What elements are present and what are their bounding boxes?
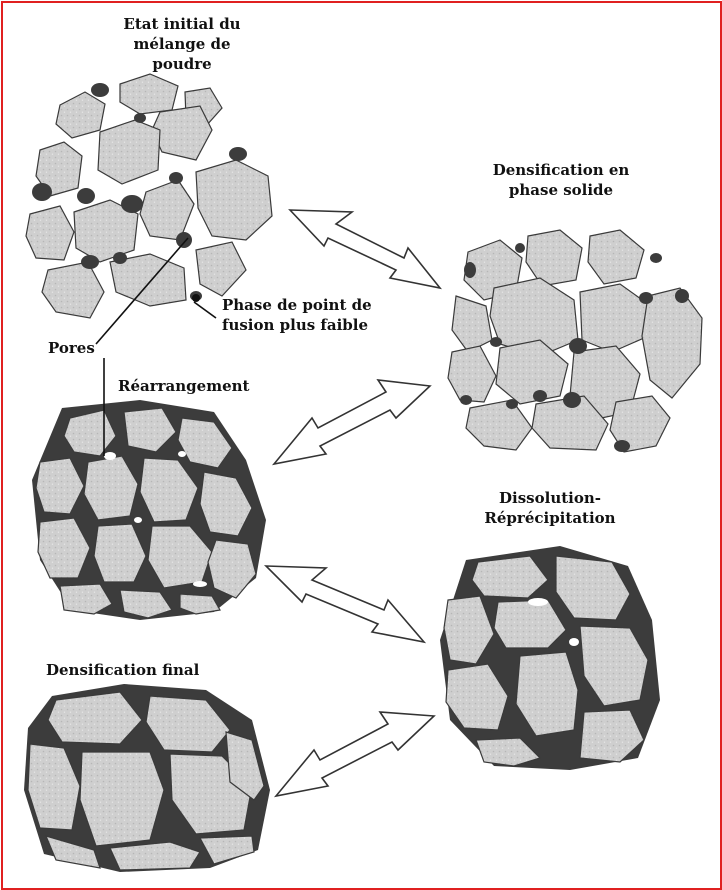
stage-solid-phase-cluster xyxy=(448,230,702,452)
stage-final-cluster xyxy=(24,684,270,872)
label-pores: Pores xyxy=(48,338,118,358)
arrow-dissolution-to-final xyxy=(276,712,434,796)
low-melting-phase-pointer-dot xyxy=(192,294,200,302)
label-final-densification: Densification final xyxy=(46,660,246,680)
stage-dissolution-cluster xyxy=(440,546,660,770)
arrow-initial-to-solid xyxy=(290,210,440,288)
label-initial-state: Etat initial du mélange de poudre xyxy=(112,14,252,74)
label-rearrangement: Réarrangement xyxy=(118,376,278,396)
stage-initial-cluster xyxy=(26,74,272,318)
label-dissolution-reprecipitation: Dissolution- Réprécipitation xyxy=(470,488,630,528)
low-melting-phase-leader-line xyxy=(194,302,216,318)
arrow-solid-to-rearrangement xyxy=(274,380,430,464)
label-solid-phase-densification: Densification en phase solide xyxy=(476,160,646,200)
arrow-rearrangement-to-dissolution xyxy=(266,566,424,642)
stage-rearrangement-cluster xyxy=(32,400,266,620)
label-low-melting-phase: Phase de point de fusion plus faible xyxy=(222,295,392,335)
